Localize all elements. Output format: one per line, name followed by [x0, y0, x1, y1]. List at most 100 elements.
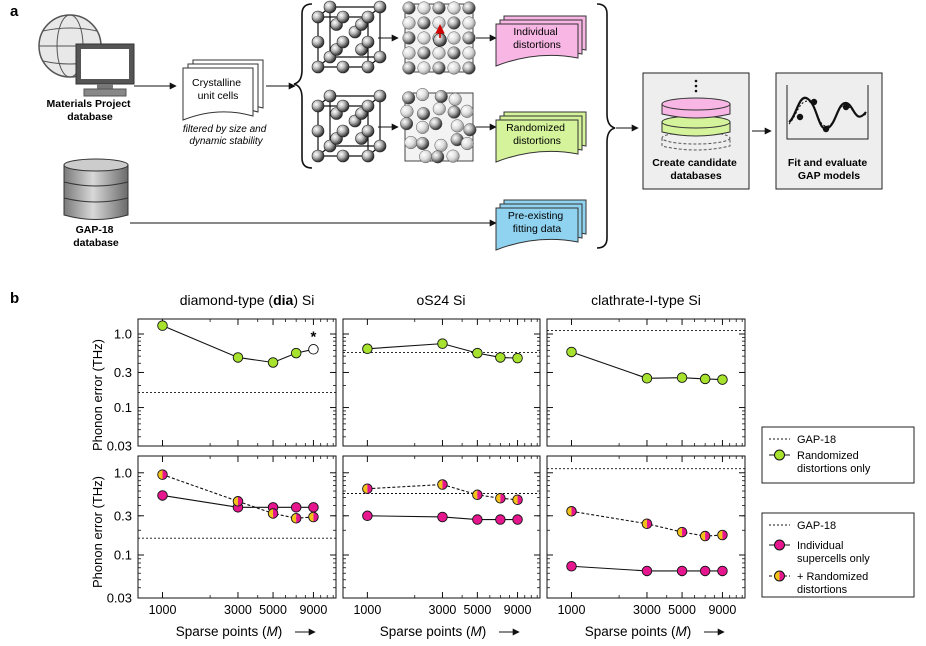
x-tick-label: 9000 [709, 603, 737, 617]
data-point [157, 490, 168, 501]
x-axis-label: Sparse points (M) [380, 624, 487, 639]
asterisk-annotation: * [311, 328, 317, 345]
data-point [232, 352, 244, 363]
y-tick-label: 0.1 [114, 400, 132, 415]
fit-evaluate-box: Fit and evaluate GAP models [775, 72, 883, 190]
data-point [512, 352, 523, 364]
data-point [717, 529, 728, 541]
data-point [232, 496, 244, 507]
data-point [495, 493, 506, 504]
legend-top: GAP-18 Randomized distortions only [761, 426, 915, 484]
x-tick-label: 3000 [224, 603, 252, 617]
chart-panel-5: 1000 3000 5000 9000 [342, 455, 541, 617]
panel-b: b diamond-type (dia) Si oS24 Si clathrat… [10, 290, 915, 639]
data-point [512, 494, 523, 505]
legend-marker-green [774, 449, 785, 461]
data-point [290, 347, 302, 359]
data-point [437, 511, 448, 523]
plot-frame [342, 455, 541, 599]
y-tick-label: 1.0 [114, 465, 132, 480]
data-point [717, 565, 728, 577]
computer-icon [75, 43, 135, 97]
x-tick-label: 9000 [300, 603, 328, 617]
randomized-distortion-image [400, 88, 477, 164]
data-point [566, 560, 577, 572]
legend-bottom-series1: Individual supercells only [797, 540, 870, 565]
data-point [472, 347, 483, 359]
x-tick-label: 1000 [558, 603, 586, 617]
randomized-distortions-doc [495, 111, 587, 163]
data-point [641, 565, 653, 577]
x-axis-labels: Sparse points (M)Sparse points (M)Sparse… [176, 624, 725, 639]
x-tick-label: 5000 [668, 603, 696, 617]
data-point [437, 338, 448, 349]
materials-project-label: Materials Project database [47, 98, 134, 123]
preexisting-fitting-data-doc [495, 199, 587, 251]
data-point [157, 320, 168, 331]
data-point [676, 526, 688, 538]
chart-panel-4: 1.0 0.3 0.1 0.03 1000 3000 5000 9000 [107, 455, 337, 617]
x-tick-label: 1000 [353, 603, 381, 617]
plot-frame [137, 318, 337, 447]
plot-grid: 1.0 0.3 0.1 0.03 * 1.0 0.3 0.1 0.03 1000 3000 5000 9… [107, 318, 746, 617]
x-tick-label: 5000 [463, 603, 491, 617]
data-point [641, 518, 653, 529]
svg-text:Create candidate datab: Create candidate databases [652, 157, 740, 182]
y-tick-label: 1.0 [114, 327, 132, 342]
y-tick-label: 0.3 [114, 365, 132, 380]
crystal-structure-icon [311, 0, 387, 74]
plot-frame [137, 455, 337, 599]
x-tick-label: 3000 [429, 603, 457, 617]
chart-panel-6: 1000 3000 5000 9000 [546, 455, 746, 617]
chart-panel-3 [546, 318, 746, 447]
y-tick-label: 0.03 [107, 591, 132, 606]
preexisting-fitting-data-label: Pre-existing fitting data [508, 210, 566, 235]
legend-bottom-ref: GAP-18 [797, 520, 836, 532]
data-point [512, 514, 523, 525]
data-point [495, 514, 506, 525]
crystalline-unit-cells-doc: Crystalline unit cells [182, 59, 264, 121]
col-title-clathrate: clathrate-I-type Si [591, 292, 701, 308]
col-title-dia: diamond-type (dia) Si [180, 292, 315, 308]
y-tick-label: 0.1 [114, 548, 132, 563]
data-point [641, 373, 653, 384]
legend-marker-magenta [774, 539, 785, 551]
chart-panel-2 [342, 318, 541, 447]
x-tick-label: 1000 [149, 603, 177, 617]
x-tick-label: 5000 [259, 603, 287, 617]
data-point [699, 373, 711, 385]
y-tick-label: 0.03 [107, 439, 132, 454]
data-point [267, 357, 279, 368]
data-point [472, 489, 483, 501]
randomized-distortions-label: Randomized distortions [506, 122, 568, 147]
individual-distortion-image [402, 1, 476, 75]
crystal-structure-icon [311, 89, 387, 163]
panel-a: a Materials Project database Crystalli [10, 0, 883, 251]
legend-bottom: GAP-18 Individual supercells only + Rand… [761, 512, 915, 598]
data-point [495, 352, 506, 363]
y-tick-label: 0.3 [114, 508, 132, 523]
data-point [308, 511, 319, 523]
legend-bottom-series2: + Randomized distortions [797, 571, 871, 596]
svg-text:Crystalline unit cells: Crystalline unit cells [192, 77, 244, 102]
individual-distortions-doc [495, 15, 587, 67]
right-brace [596, 3, 616, 249]
data-point [362, 483, 373, 494]
data-point [676, 565, 688, 577]
col-title-os24: oS24 Si [416, 292, 465, 308]
chart-panel-1: 1.0 0.3 0.1 0.03 * [107, 318, 337, 454]
x-tick-label: 3000 [633, 603, 661, 617]
data-point [362, 343, 373, 355]
x-tick-label: 9000 [504, 603, 532, 617]
data-point [308, 502, 319, 513]
left-brace [293, 3, 313, 169]
legend-top-series: Randomized distortions only [797, 450, 871, 475]
data-point [566, 506, 577, 517]
data-point [362, 510, 373, 522]
data-point [267, 508, 279, 519]
filter-note: filtered by size and dynamic stability [183, 124, 269, 147]
individual-distortions-label: Individual distortions [513, 26, 561, 51]
gap18-database-icon [63, 158, 129, 220]
data-point [566, 346, 577, 358]
